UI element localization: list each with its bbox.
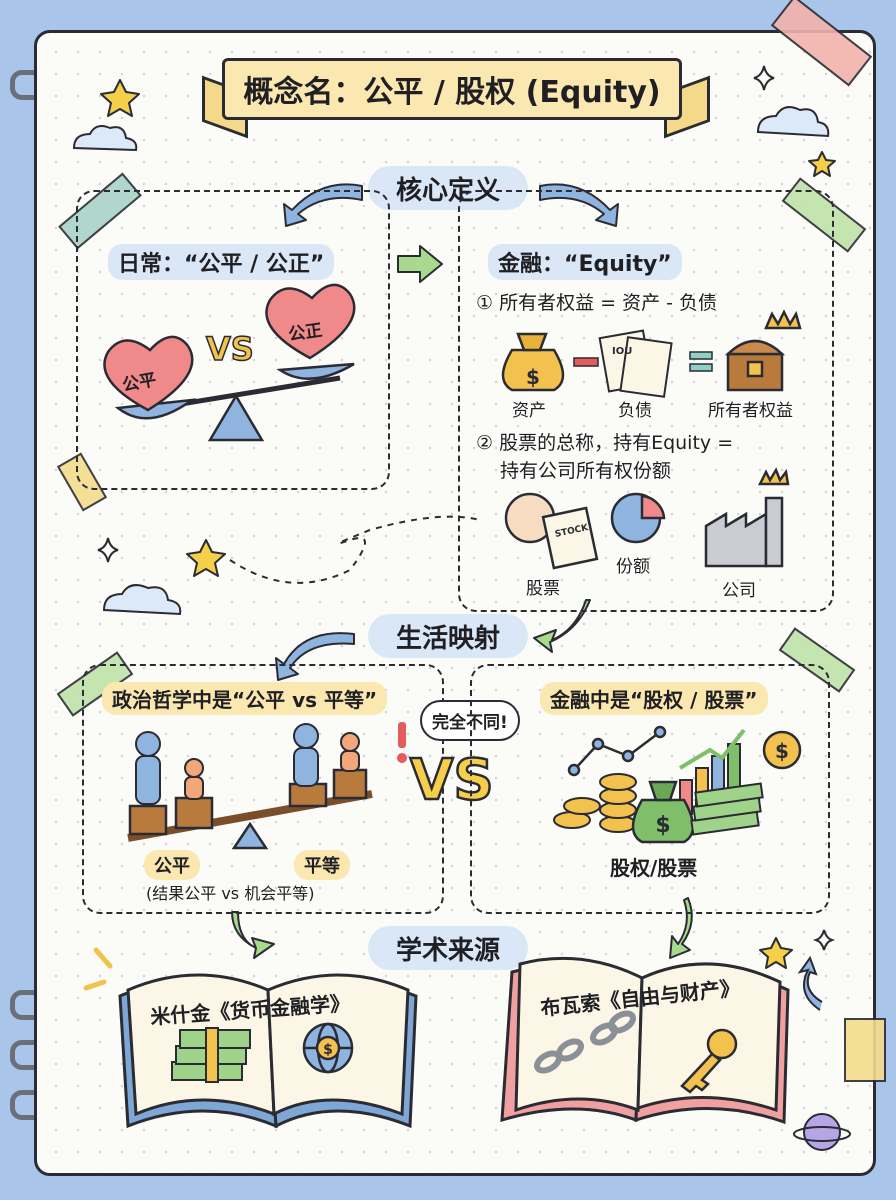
share-label: 份额: [616, 557, 650, 577]
asset-label: 资产: [512, 401, 546, 421]
arrow-icon: [275, 632, 355, 681]
heart-icon: [103, 283, 356, 412]
arrow-icon: [539, 183, 619, 227]
finance-life-heading: 金融中是“股权 / 股票”: [540, 682, 768, 715]
iou-paper-icon: [598, 329, 673, 398]
treasure-chest-icon: [724, 309, 802, 392]
tape-bottom-right: [844, 1018, 886, 1082]
curved-arrow-icon: [797, 955, 823, 1011]
equality-label: 平等: [294, 850, 350, 880]
factory-icon: [704, 467, 790, 568]
dollar-speech-icon: [762, 730, 802, 770]
dollar-symbol: $: [655, 813, 670, 838]
exclamation-icon: [397, 722, 407, 763]
equals-sign: [689, 351, 713, 372]
box-block: [174, 796, 214, 830]
line-chart-icon: [567, 725, 667, 777]
politics-box: [82, 664, 444, 914]
cash-bundle-icon: [171, 1027, 251, 1083]
star-icon: [100, 79, 836, 969]
arrow-icon: [533, 599, 591, 653]
arrow-icon: [397, 245, 443, 283]
vs-badge: VS: [409, 747, 495, 815]
finance-life-box: [470, 664, 830, 914]
person-icon: [135, 723, 319, 805]
finance-heading: 金融：“Equity”: [488, 244, 682, 280]
daily-meaning-box: [76, 190, 390, 490]
equity-stock-label: 股权/股票: [610, 856, 698, 880]
child-icon: [184, 732, 360, 800]
money-bag-icon: [501, 332, 565, 392]
box-block: [332, 768, 368, 800]
politics-caption: (结果公平 vs 机会平等): [146, 884, 315, 903]
planet-icon: [793, 1113, 851, 1151]
finance-point-1: ① 所有者权益 = 资产 - 负债: [476, 292, 718, 314]
equity-label: 公平: [144, 850, 200, 880]
iou-text: IOU: [612, 346, 632, 357]
speech-bubble: 完全不同!: [420, 700, 520, 741]
fulcrum-icon: [231, 821, 269, 850]
cash-stack-icon: [690, 782, 764, 836]
dotted-path: [229, 515, 481, 584]
owner-equity-label: 所有者权益: [708, 401, 793, 421]
politics-heading: 政治哲学中是“公平 vs 平等”: [102, 682, 388, 715]
section-life-mapping: 生活映射: [368, 614, 528, 658]
page-title: 概念名：公平 / 股权 (Equity): [243, 75, 661, 110]
coins-icon: [553, 773, 637, 833]
arrow-icon: [283, 183, 363, 227]
box-block: [128, 804, 168, 836]
person-holding-stock-icon: [504, 492, 599, 570]
money-bag-icon: [631, 780, 695, 844]
seesaw-plank: [127, 790, 373, 842]
title-banner: 概念名：公平 / 股权 (Equity): [222, 58, 682, 120]
finance-point-2-line-1: ② 股票的总称，持有Equity =: [476, 432, 734, 454]
globe-dollar-icon: [302, 1022, 354, 1074]
liability-label: 负债: [618, 401, 652, 421]
minus-sign: [573, 357, 599, 367]
dollar-symbol: $: [775, 739, 789, 763]
sparkle-icon: [97, 65, 836, 951]
pie-chart-icon: [610, 492, 666, 544]
finance-meaning-box: [458, 190, 834, 612]
globe-dollar-symbol: $: [323, 1042, 333, 1058]
money-bag-dollar: $: [526, 365, 540, 389]
company-label: 公司: [722, 581, 756, 601]
section-core-definition: 核心定义: [368, 166, 528, 210]
balance-scale-icon: [114, 362, 355, 442]
arrow-icon: [231, 911, 275, 959]
daily-heading: 日常：“公平 / 公正”: [108, 244, 335, 280]
cloud-icon: [72, 106, 830, 616]
key-icon: [680, 1028, 738, 1094]
broken-chain-icon: [534, 1010, 636, 1074]
finance-point-2-line-2: 持有公司所有权份额: [500, 460, 672, 482]
arrow-icon: [669, 897, 693, 959]
stock-label: 股票: [526, 579, 560, 599]
daily-vs: VS: [205, 329, 254, 369]
section-academic: 学术来源: [368, 926, 528, 970]
sparkle-lines-icon: [83, 947, 113, 991]
